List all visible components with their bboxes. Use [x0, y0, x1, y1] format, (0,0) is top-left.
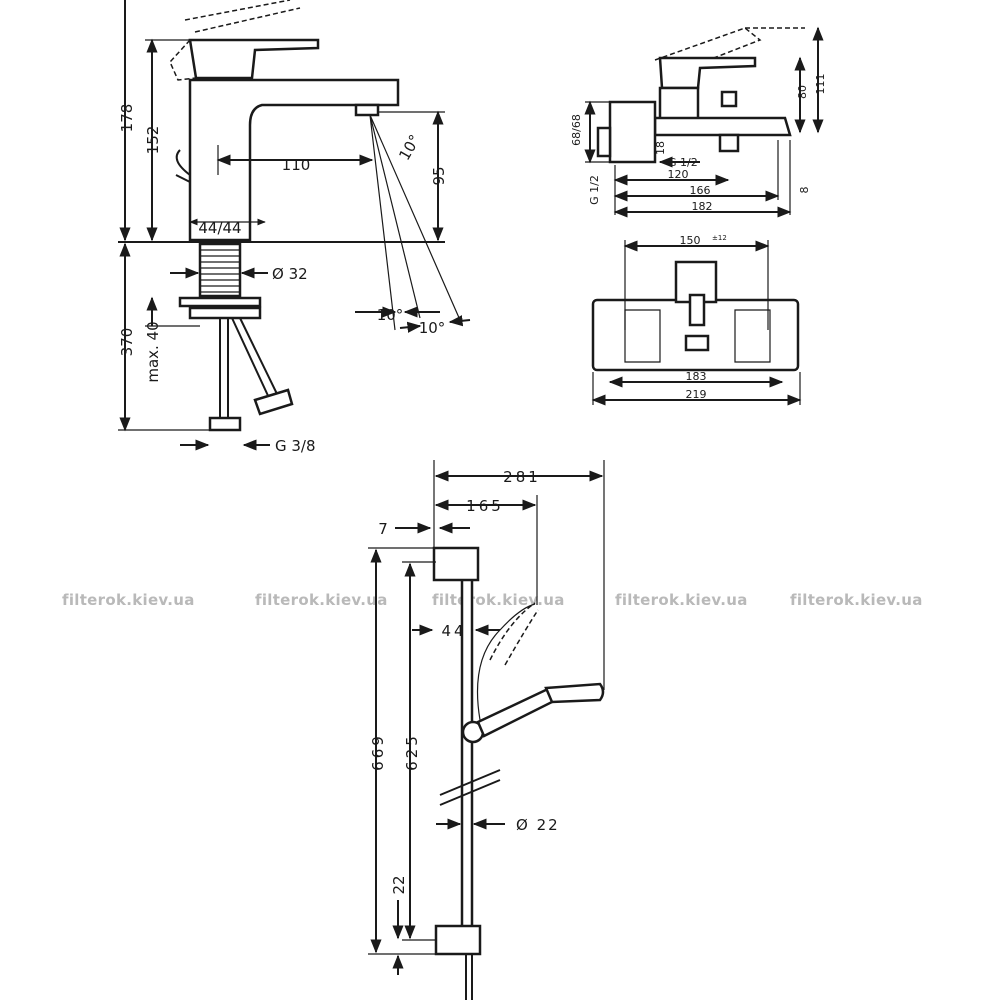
shower-set-drawing: 281 165 7 44 669 625 22 Ø 22 — [368, 460, 605, 1000]
dim-g-3-8: G 3/8 — [275, 437, 316, 455]
dim-152: 152 — [144, 126, 162, 155]
bath-spout — [653, 116, 792, 137]
dim-80: 80 — [796, 85, 809, 99]
supply-hose-left — [219, 318, 229, 420]
thread-lines — [200, 249, 240, 293]
shower-outlet — [718, 133, 740, 153]
watermark: filterok.kiev.ua — [255, 591, 388, 609]
bath-handle-base — [658, 86, 700, 122]
dim-line-10-low-r — [448, 315, 471, 327]
dim-max-40: max. 40 — [144, 321, 162, 382]
hose-nut-left — [208, 416, 242, 432]
washer — [178, 296, 262, 308]
dim-150-tolerance: ±12 — [712, 234, 727, 242]
watermark: filterok.kiev.ua — [615, 591, 748, 609]
watermark: filterok.kiev.ua — [62, 591, 195, 609]
front-spout-tip — [684, 334, 710, 352]
dim-120: 120 — [668, 168, 689, 181]
basin-handle — [188, 38, 320, 80]
dim-110: 110 — [282, 156, 311, 174]
basin-mixer-drawing: 178 152 110 95 10° 44/44 10° 10° Ø 32 37… — [118, 0, 471, 455]
dim-111: 111 — [814, 74, 827, 95]
dim-370: 370 — [118, 328, 136, 357]
shower-holder-arm — [476, 686, 558, 738]
dim-22: 22 — [390, 875, 408, 894]
dim-150: 150 — [680, 234, 701, 247]
aerator — [354, 103, 380, 117]
dim-18: 18 — [654, 141, 667, 155]
handle-dashed-position — [169, 39, 197, 81]
wall-plate — [608, 100, 657, 164]
dim-g12-outlet: G 1/2 — [668, 156, 698, 169]
dim-32: Ø 32 — [272, 265, 308, 283]
hand-shower-head — [544, 682, 605, 704]
dim-44: 44 — [441, 622, 466, 640]
dim-diameter-22: Ø 22 — [516, 816, 560, 834]
lower-bracket — [434, 924, 482, 956]
dim-68-68: 68/68 — [570, 114, 583, 146]
watermark-row: filterok.kiev.ua filterok.kiev.ua filter… — [62, 591, 923, 609]
rail-break-lines — [439, 769, 501, 806]
hose-end — [465, 955, 473, 1000]
dim-281: 281 — [503, 468, 541, 486]
bath-mixer-drawing: 68/68 18 G 1/2 G 1/2 120 166 182 8 80 11… — [570, 26, 827, 406]
dim-line-10-low — [399, 321, 422, 333]
dim-166: 166 — [690, 184, 711, 197]
watermark: filterok.kiev.ua — [432, 591, 565, 609]
front-handle-stem — [688, 293, 706, 327]
dim-10-angle-low: 10° — [419, 319, 446, 337]
dim-178: 178 — [118, 104, 136, 133]
dim-10-angle-top: 10° — [395, 131, 424, 163]
dim-219: 219 — [686, 388, 707, 401]
pop-up-rod — [175, 149, 191, 183]
dim-7: 7 — [378, 520, 388, 538]
front-recesses — [624, 309, 771, 363]
dim-44-44: 44/44 — [198, 219, 241, 237]
hand-shower-alt-position — [489, 602, 539, 666]
water-jet-lines — [369, 114, 461, 331]
supply-hose-right — [231, 317, 279, 401]
wall-connector — [596, 126, 612, 158]
diverter-knob — [720, 90, 738, 108]
dim-95: 95 — [430, 166, 448, 185]
dim-669: 669 — [369, 733, 387, 771]
dim-10-angle-mid: 10° — [377, 306, 404, 324]
dim-183: 183 — [686, 370, 707, 383]
dim-g12-wall: G 1/2 — [588, 175, 601, 205]
hose-nut-right — [253, 388, 294, 416]
dim-182: 182 — [692, 200, 713, 213]
dim-8: 8 — [798, 187, 811, 194]
dim-625: 625 — [403, 733, 421, 771]
fixing-nut — [188, 306, 262, 320]
upper-bracket — [432, 546, 480, 582]
threaded-shank — [198, 242, 242, 298]
dim-165: 165 — [466, 497, 504, 515]
handle-travel-dashed — [184, 0, 301, 33]
bath-handle — [658, 56, 757, 90]
watermark: filterok.kiev.ua — [790, 591, 923, 609]
